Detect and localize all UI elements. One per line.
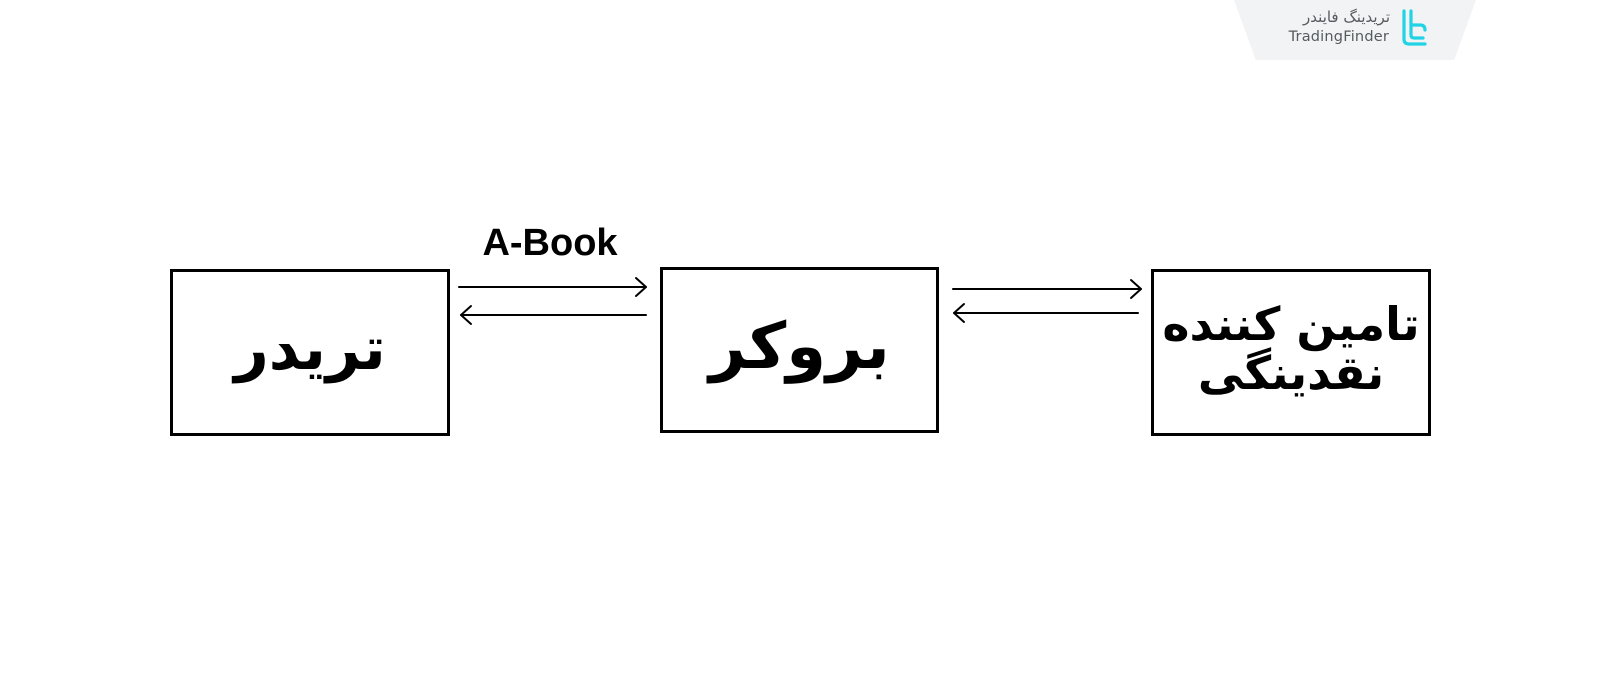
- broker-label: بروکر: [709, 310, 890, 385]
- trader-label: تریدر: [234, 314, 386, 384]
- arrow-broker-to-trader: [460, 305, 647, 325]
- liquidity-provider-box: تامین کننده نقدینگی: [1151, 269, 1431, 436]
- logo-tab: [1234, 0, 1476, 60]
- a-book-label: A-Book: [482, 222, 618, 264]
- logo-text-english: TradingFinder: [1288, 29, 1389, 45]
- arrow-liquidity-provider-to-broker: [953, 303, 1139, 323]
- arrow-trader-to-broker: [458, 277, 647, 297]
- logo-text-persian: تریدینگ فایندر: [1303, 8, 1390, 26]
- arrow-broker-to-liquidity-provider: [952, 279, 1142, 299]
- liquidity-provider-label: تامین کننده نقدینگی: [1162, 297, 1420, 400]
- trader-box: تریدر: [170, 269, 450, 436]
- broker-box: بروکر: [660, 267, 939, 433]
- tradingfinder-logo-icon: [1402, 9, 1427, 46]
